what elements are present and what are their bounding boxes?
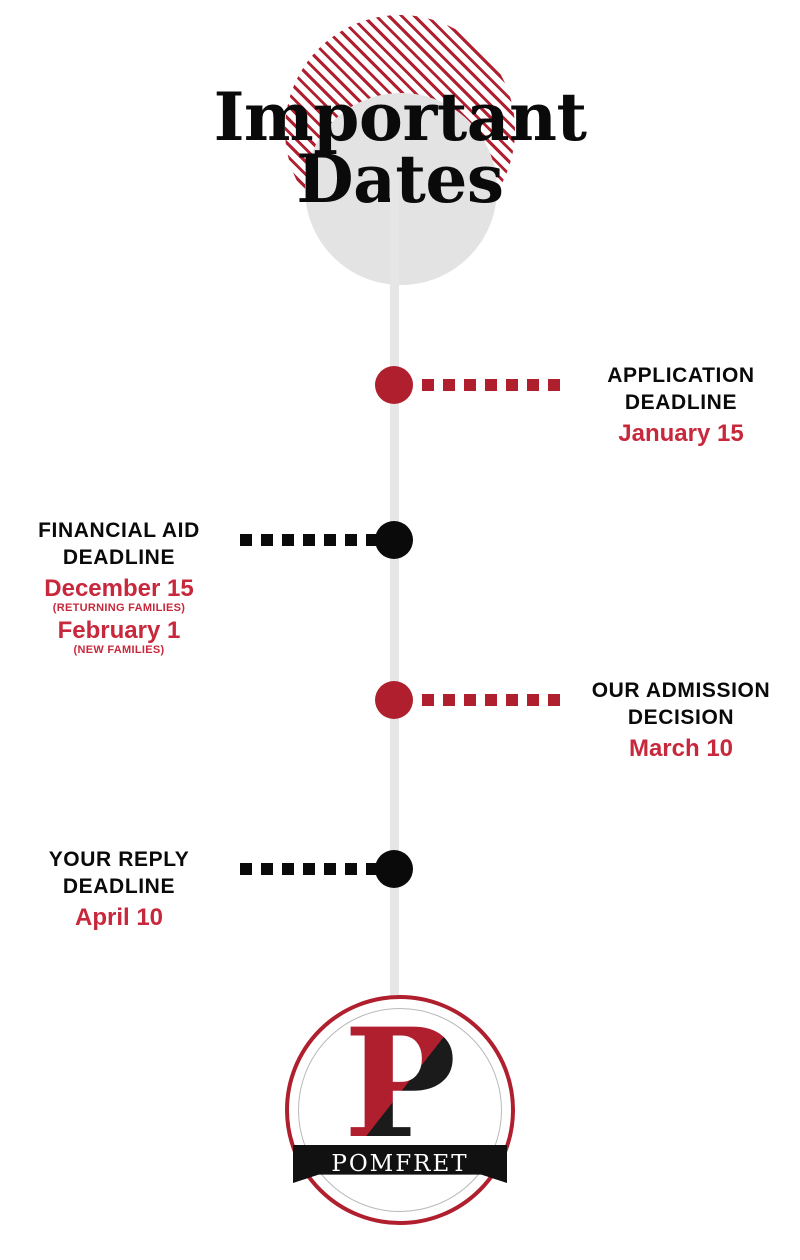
timeline-label: OUR ADMISSION DECISION March 10	[556, 678, 800, 763]
timeline-marker-dot	[375, 850, 413, 888]
timeline-date-primary: April 10	[74, 903, 164, 931]
timeline-date-primary-note: (RETURNING FAMILIES)	[52, 602, 186, 615]
timeline-heading-line-2: DEADLINE	[62, 545, 176, 569]
timeline-marker-dot	[375, 521, 413, 559]
timeline-heading-line-1: YOUR REPLY	[48, 848, 190, 871]
timeline-connector-dashes	[240, 534, 378, 546]
timeline-connector-dashes	[240, 863, 378, 875]
gray-circle-decoration	[305, 93, 497, 285]
timeline-heading-line-1: OUR ADMISSION	[591, 679, 771, 702]
timeline-date-primary: December 15	[44, 574, 194, 602]
page-title-line-2: Dates	[296, 140, 504, 219]
timeline-label: FINANCIAL AID DEADLINE December 15 (RETU…	[0, 518, 244, 656]
timeline-heading-line-2: DECISION	[627, 705, 735, 729]
timeline-heading-line-2: DEADLINE	[62, 874, 176, 898]
timeline-date-secondary: February 1	[57, 617, 181, 645]
timeline-marker-dot	[375, 366, 413, 404]
page-title: Important Dates	[0, 84, 800, 219]
logo-monogram-p: P	[285, 1009, 515, 1159]
timeline-label: YOUR REPLY DEADLINE April 10	[0, 847, 244, 932]
logo-inner-ring	[298, 1008, 502, 1212]
timeline-spine	[390, 175, 399, 1030]
timeline-connector-dashes	[422, 379, 560, 391]
timeline-date-primary: March 10	[628, 734, 734, 762]
timeline-heading-line-1: FINANCIAL AID	[38, 519, 200, 542]
timeline-connector-dashes	[422, 694, 560, 706]
timeline-marker-dot	[375, 681, 413, 719]
timeline-heading-line-2: DEADLINE	[624, 390, 738, 414]
timeline-heading-line-1: APPLICATION	[607, 364, 755, 387]
timeline-label: APPLICATION DEADLINE January 15	[556, 363, 800, 448]
timeline-date-secondary-note: (NEW FAMILIES)	[73, 644, 165, 657]
timeline-date-primary: January 15	[618, 419, 744, 447]
pomfret-logo: P POMFRET	[285, 995, 515, 1225]
page-title-line-1: Important	[213, 78, 587, 156]
